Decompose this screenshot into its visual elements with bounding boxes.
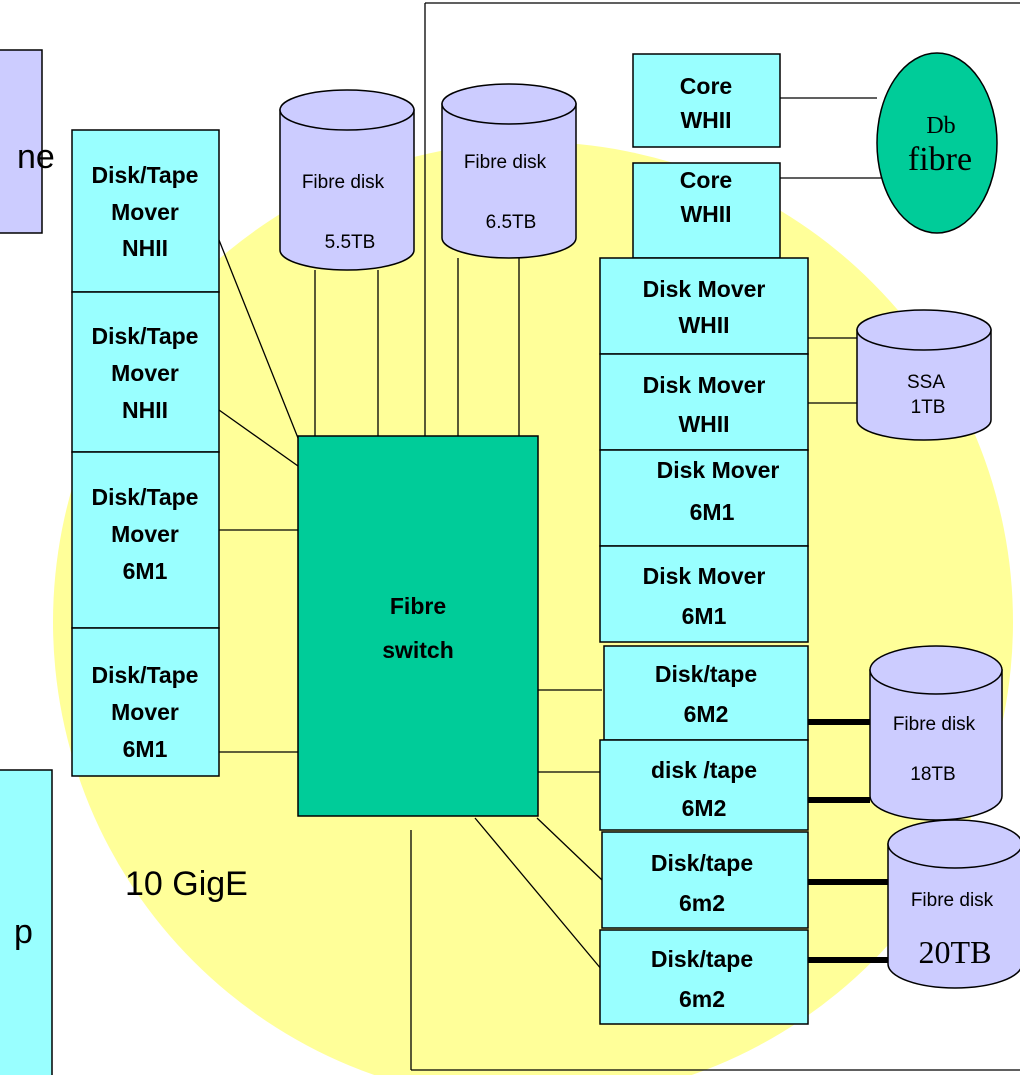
right-mover-7-line2: 6m2 xyxy=(679,890,725,916)
disk-label: Fibre disk xyxy=(893,714,976,735)
ssa-disk: SSA 1TB xyxy=(856,309,992,441)
disk-label: Fibre disk xyxy=(464,152,547,173)
right-mover-5-line1: Disk/tape xyxy=(655,661,757,687)
right-mover-box xyxy=(603,645,809,741)
left-mover-1-line2: Mover xyxy=(111,199,179,225)
left-mover-4-line1: Disk/Tape xyxy=(92,662,199,688)
core-box xyxy=(632,53,781,148)
right-mover-6-line2: 6M2 xyxy=(682,795,727,821)
right-mover-6-line1: disk /tape xyxy=(651,757,757,783)
disk-label: Fibre disk xyxy=(302,172,385,193)
fibre-switch-label-line1: Fibre xyxy=(390,593,446,619)
top-fibre-disk-1: Fibre disk 5.5TB xyxy=(279,89,415,271)
right-mover-1-line2: WHII xyxy=(678,312,729,338)
core-box xyxy=(632,162,781,259)
left-mover-2-line3: NHII xyxy=(122,397,168,423)
left-bottom-partial-box xyxy=(0,769,53,1075)
right-mover-7-line1: Disk/tape xyxy=(651,850,753,876)
left-bottom-partial-label: p xyxy=(14,913,33,951)
right-mover-1-line1: Disk Mover xyxy=(643,276,766,302)
left-mover-3-line1: Disk/Tape xyxy=(92,484,199,510)
right-mover-box xyxy=(601,831,809,929)
right-mover-box xyxy=(599,449,809,547)
right-mover-box xyxy=(599,353,809,451)
connection-lines xyxy=(218,97,890,971)
left-mover-3-line2: Mover xyxy=(111,521,179,547)
right-mover-8-line1: Disk/tape xyxy=(651,946,753,972)
core-2-line1: Core xyxy=(680,167,732,193)
fibre-switch xyxy=(297,435,539,817)
right-mover-3-line1: Disk Mover xyxy=(657,457,780,483)
right-mover-5-line2: 6M2 xyxy=(684,701,729,727)
network-label: 10 GigE xyxy=(125,865,248,903)
left-mover-2-line1: Disk/Tape xyxy=(92,323,199,349)
right-mover-3-line2: 6M1 xyxy=(690,499,735,525)
db-label-line1: Db xyxy=(926,113,955,139)
core-1-line2: WHII xyxy=(680,107,731,133)
left-mover-box xyxy=(71,627,220,777)
db-label-line2: fibre xyxy=(908,141,972,178)
right-mover-box xyxy=(599,739,809,831)
frame-outline xyxy=(410,2,1020,1071)
core-2-line2: WHII xyxy=(680,201,731,227)
disk-label: Fibre disk xyxy=(911,890,994,911)
right-mover-2-line2: WHII xyxy=(678,411,729,437)
right-mover-2-line1: Disk Mover xyxy=(643,372,766,398)
right-mover-4-line2: 6M1 xyxy=(682,603,727,629)
right-mover-8-line2: 6m2 xyxy=(679,986,725,1012)
right-mover-column: Disk Mover WHII Disk Mover WHII Disk Mov… xyxy=(599,257,809,1025)
fibre-disk-20tb: Fibre disk 20TB xyxy=(887,819,1020,989)
right-mover-4-line1: Disk Mover xyxy=(643,563,766,589)
disk-size: 5.5TB xyxy=(325,232,376,253)
disk-size: 20TB xyxy=(919,934,992,970)
disk-size: 18TB xyxy=(910,764,955,785)
right-mover-box xyxy=(599,257,809,355)
left-top-partial-label: ne xyxy=(17,138,55,176)
right-mover-box xyxy=(599,545,809,643)
left-mover-column: Disk/Tape Mover NHII Disk/Tape Mover NHI… xyxy=(71,129,220,777)
left-mover-box xyxy=(71,451,220,629)
fibre-disk-18tb: Fibre disk 18TB xyxy=(869,645,1003,821)
left-mover-2-line2: Mover xyxy=(111,360,179,386)
left-mover-3-line3: 6M1 xyxy=(123,558,168,584)
disk-label: SSA xyxy=(907,372,945,393)
left-mover-4-line2: Mover xyxy=(111,699,179,725)
left-mover-1-line1: Disk/Tape xyxy=(92,162,199,188)
disk-size: 1TB xyxy=(911,397,946,418)
core-1-line1: Core xyxy=(680,73,732,99)
top-fibre-disk-2: Fibre disk 6.5TB xyxy=(441,83,577,259)
left-mover-box xyxy=(71,129,220,293)
fibre-switch-label-line2: switch xyxy=(382,637,454,663)
left-top-partial-box xyxy=(0,49,43,234)
left-mover-4-line3: 6M1 xyxy=(123,736,168,762)
left-mover-1-line3: NHII xyxy=(122,235,168,261)
disk-size: 6.5TB xyxy=(486,212,537,233)
db-fibre-ellipse xyxy=(876,52,998,234)
right-mover-box xyxy=(599,929,809,1025)
left-mover-box xyxy=(71,291,220,453)
